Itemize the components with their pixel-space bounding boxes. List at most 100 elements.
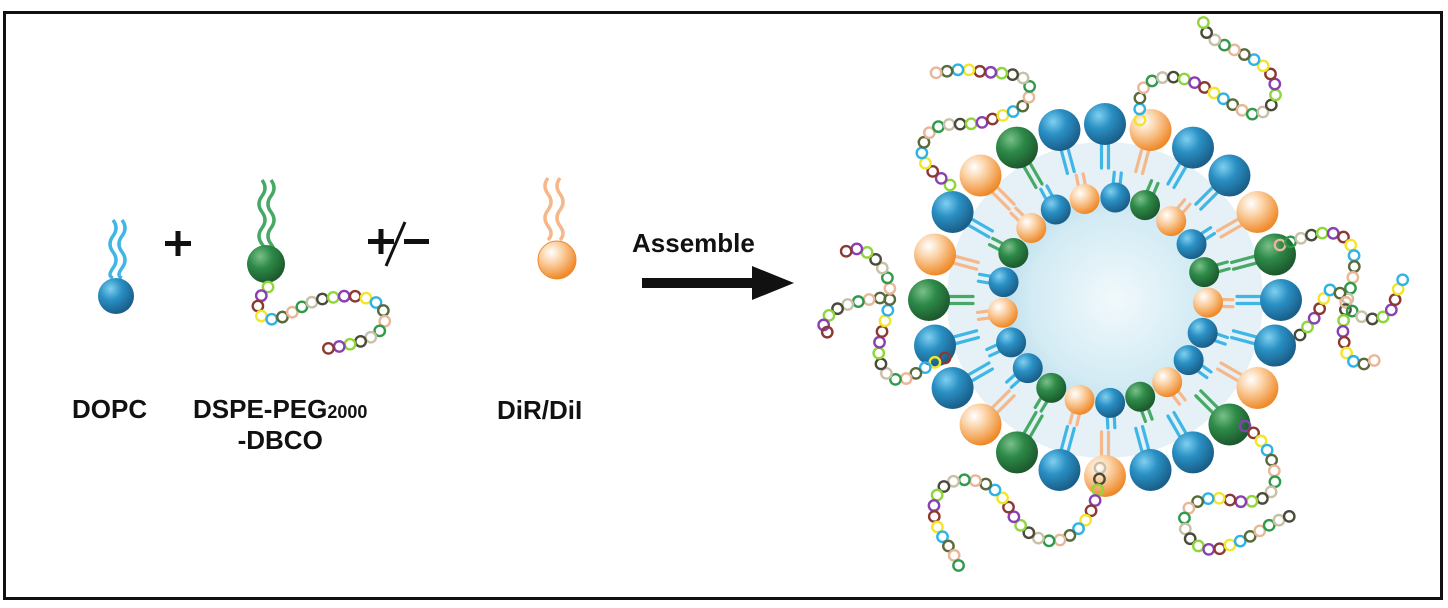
peg-bead xyxy=(942,118,956,131)
dopc-label: DOPC xyxy=(72,394,148,424)
peg-bead xyxy=(1213,542,1227,556)
peg-bead xyxy=(1237,48,1251,61)
peg-chain xyxy=(1178,419,1296,556)
inner-lipid-head-orange xyxy=(1156,206,1187,237)
peg-bead xyxy=(927,499,941,512)
peg-bead xyxy=(1247,53,1261,67)
peg-bead xyxy=(1307,311,1321,325)
outer-lipid-head-blue xyxy=(1172,126,1214,169)
inner-lipid-head-blue xyxy=(1176,229,1207,260)
outer-lipid-head-blue xyxy=(1260,279,1302,321)
peg-bead xyxy=(926,164,940,178)
assemble-label: Assemble xyxy=(632,228,755,258)
peg-chain xyxy=(839,242,952,386)
peg-bead xyxy=(1201,492,1215,506)
peg-bead xyxy=(1317,292,1331,305)
peg-bead xyxy=(986,112,999,126)
peg-bead xyxy=(1262,518,1276,532)
inner-lipid-head-orange xyxy=(1016,213,1047,244)
peg-bead xyxy=(1272,513,1286,527)
dspe-peg-dbco-label: DSPE-PEG2000 -DBCO xyxy=(193,394,367,456)
peg-bead xyxy=(1202,542,1216,556)
peg-bead xyxy=(881,303,895,317)
peg-bead xyxy=(1079,513,1093,527)
peg-bead xyxy=(1346,271,1360,284)
peg-bead xyxy=(1344,281,1357,295)
peg-bead xyxy=(873,335,886,349)
peg-bead xyxy=(850,242,864,256)
peg-bead xyxy=(322,341,335,355)
peg-bead xyxy=(1315,226,1329,240)
peg-bead xyxy=(1347,260,1361,273)
peg-bead xyxy=(915,146,929,160)
peg-bead xyxy=(862,293,876,306)
peg-bead xyxy=(930,488,944,502)
inner-lipid-head-green xyxy=(998,237,1029,268)
outer-lipid-head-orange xyxy=(959,403,1002,446)
peg-bead xyxy=(889,372,902,386)
peg-bead xyxy=(354,334,368,348)
inner-lipid-head-green xyxy=(1036,372,1067,403)
inner-lipid-head-orange xyxy=(1192,287,1223,318)
peg-bead xyxy=(1198,81,1211,94)
peg-bead xyxy=(1235,103,1249,117)
peg-bead xyxy=(937,480,951,493)
peg-bead xyxy=(276,310,289,324)
dspe-tail xyxy=(257,178,267,256)
peg-bead xyxy=(1002,500,1015,514)
peg-bead xyxy=(359,291,373,305)
peg-bead xyxy=(1254,434,1268,448)
peg-bead xyxy=(1145,74,1159,88)
peg-bead xyxy=(899,372,913,385)
peg-chain xyxy=(1293,273,1410,342)
peg-bead xyxy=(1282,509,1296,523)
peg-bead xyxy=(315,292,329,306)
peg-bead xyxy=(1326,226,1340,240)
plus-minus-sign xyxy=(368,221,429,267)
outer-lipid-head-blue xyxy=(1254,324,1297,367)
peg-bead xyxy=(1218,38,1231,52)
peg-bead xyxy=(996,491,1009,505)
peg-chain xyxy=(817,291,887,339)
outer-lipid-head-blue xyxy=(1208,154,1251,197)
inner-lipid-head-blue xyxy=(1040,194,1071,225)
peg-bead xyxy=(1208,33,1222,47)
inner-lipid-head-blue xyxy=(1095,387,1126,418)
peg-bead xyxy=(869,252,882,266)
peg-bead xyxy=(1133,91,1147,105)
inner-lipid-head-green xyxy=(1125,381,1156,412)
inner-lipid-head-orange xyxy=(987,297,1018,328)
outer-lipid-head-blue xyxy=(913,324,956,367)
dir-tail xyxy=(543,176,553,242)
inner-lipid-head-orange xyxy=(1152,367,1183,398)
peg-bead xyxy=(364,330,378,344)
peg-bead xyxy=(951,63,965,77)
peg-bead xyxy=(936,530,949,544)
inner-lipid-head-blue xyxy=(1187,317,1218,348)
peg-bead xyxy=(1223,493,1237,507)
peg-bead xyxy=(947,549,961,562)
dir-dii-label: DiR/DiI xyxy=(497,395,583,425)
peg-bead xyxy=(839,244,853,258)
peg-bead xyxy=(326,291,340,304)
inner-lipid-head-blue xyxy=(988,267,1019,298)
peg-bead xyxy=(1337,314,1351,327)
dspe-peg-dbco-molecule xyxy=(247,178,392,355)
outer-lipid-head-blue xyxy=(1038,108,1081,151)
peg-bead xyxy=(952,559,965,572)
peg-bead xyxy=(953,117,967,131)
inner-lipid-head-green xyxy=(1130,190,1161,221)
peg-chain xyxy=(251,280,392,355)
peg-bead xyxy=(1339,295,1353,309)
peg-bead xyxy=(1196,16,1210,29)
peg-bead xyxy=(1016,99,1030,113)
peg-bead xyxy=(1022,90,1036,104)
peg-bead xyxy=(927,510,941,523)
peg-bead xyxy=(996,108,1010,122)
peg-bead xyxy=(934,171,948,185)
peg-bead xyxy=(1313,302,1327,316)
peg-bead xyxy=(1255,492,1269,505)
peg-bead xyxy=(1223,538,1237,552)
outer-lipid-head-blue xyxy=(1038,449,1081,492)
